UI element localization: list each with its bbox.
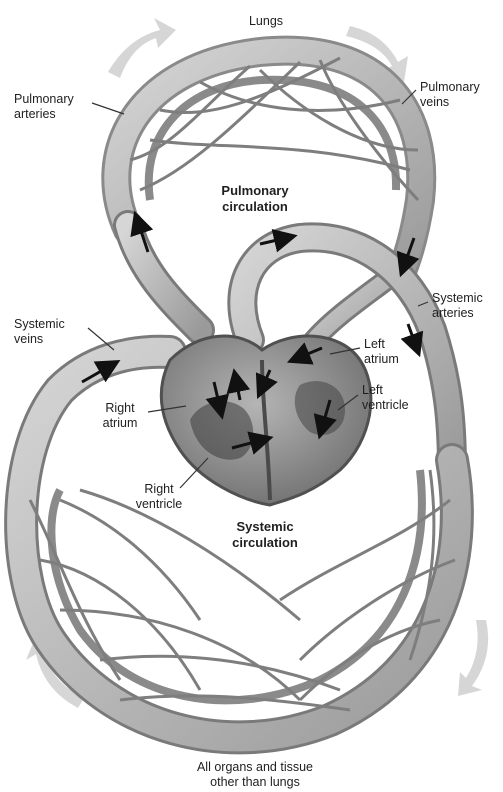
label-lungs: Lungs <box>236 14 296 29</box>
label-right-ventricle: Right ventricle <box>124 482 194 512</box>
label-systemic-veins: Systemic veins <box>14 317 94 347</box>
label-pulmonary-arteries: Pulmonary arteries <box>14 92 94 122</box>
label-systemic-arteries: Systemic arteries <box>432 291 502 321</box>
label-left-atrium: Left atrium <box>364 337 424 367</box>
heart <box>161 336 371 505</box>
label-organs: All organs and tissue other than lungs <box>170 760 340 790</box>
label-left-ventricle: Left ventricle <box>362 383 432 413</box>
label-pulmonary-circulation: Pulmonary circulation <box>200 183 310 215</box>
label-right-atrium: Right atrium <box>92 401 148 431</box>
label-systemic-circulation: Systemic circulation <box>210 519 320 551</box>
direction-arrow-bottom-right <box>458 620 488 696</box>
label-pulmonary-veins: Pulmonary veins <box>420 80 500 110</box>
